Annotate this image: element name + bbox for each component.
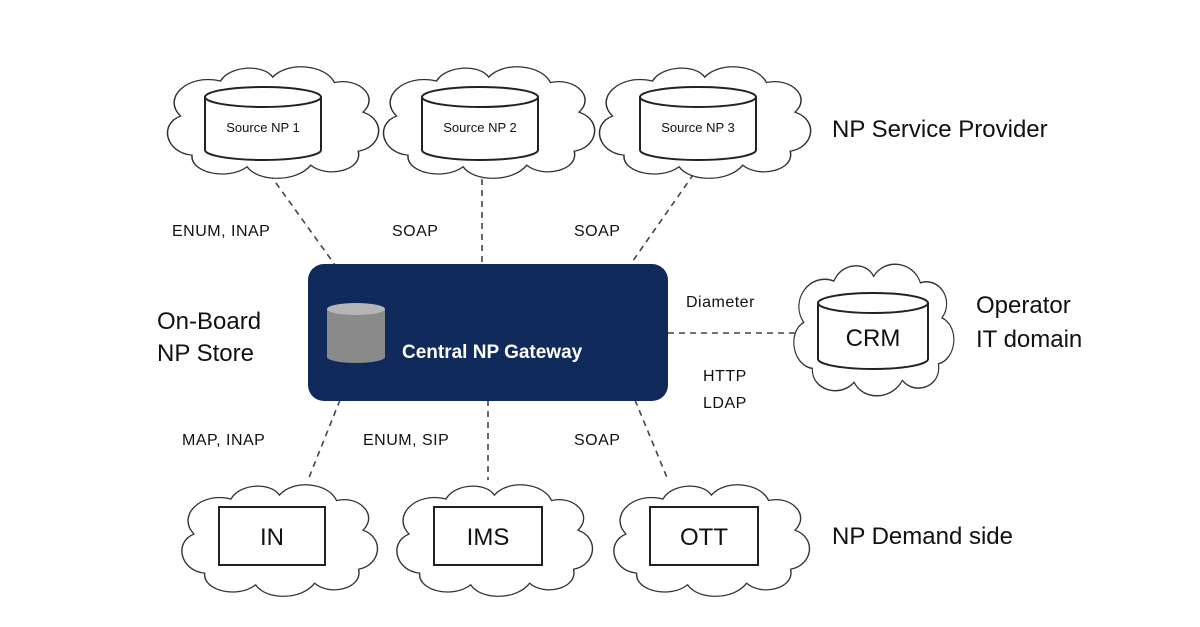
- demand-side-label: NP Demand side: [832, 523, 1013, 550]
- source-3-label: Source NP 3: [661, 120, 734, 135]
- service-provider-label: NP Service Provider: [832, 116, 1048, 143]
- database-crm: CRM: [817, 292, 929, 370]
- protocol-ldap: LDAP: [703, 395, 747, 412]
- central-gateway-box: [308, 264, 668, 401]
- link-ott: [634, 399, 669, 481]
- on-board-store-icon: [327, 303, 385, 363]
- protocol-ott: SOAP: [574, 432, 620, 449]
- database-source-3: Source NP 3: [639, 86, 757, 161]
- operator-label-line1: Operator: [976, 292, 1071, 319]
- link-source-1: [262, 164, 336, 266]
- crm-label: CRM: [846, 325, 901, 352]
- protocol-in: MAP, INAP: [182, 432, 265, 449]
- store-label-line1: On-Board: [157, 308, 261, 335]
- node-ims-box: [433, 506, 543, 566]
- database-source-2: Source NP 2: [421, 86, 539, 161]
- gateway-label: Central NP Gateway: [402, 342, 583, 363]
- store-label-line2: NP Store: [157, 340, 254, 367]
- protocol-source-2: SOAP: [392, 223, 438, 240]
- protocol-diameter: Diameter: [686, 294, 755, 311]
- source-2-label: Source NP 2: [443, 120, 516, 135]
- node-in-box: [218, 506, 326, 566]
- node-ott-label: OTT: [680, 524, 728, 551]
- link-source-3: [629, 164, 701, 266]
- link-in: [307, 399, 341, 481]
- protocol-ims: ENUM, SIP: [363, 432, 449, 449]
- database-source-1: Source NP 1: [204, 86, 322, 161]
- source-1-label: Source NP 1: [226, 120, 299, 135]
- operator-label-line2: IT domain: [976, 326, 1082, 353]
- protocol-source-3: SOAP: [574, 223, 620, 240]
- protocol-source-1: ENUM, INAP: [172, 223, 270, 240]
- node-ims-label: IMS: [467, 524, 510, 551]
- protocol-http: HTTP: [703, 368, 747, 385]
- node-ott-box: [649, 506, 759, 566]
- node-in-label: IN: [260, 524, 284, 551]
